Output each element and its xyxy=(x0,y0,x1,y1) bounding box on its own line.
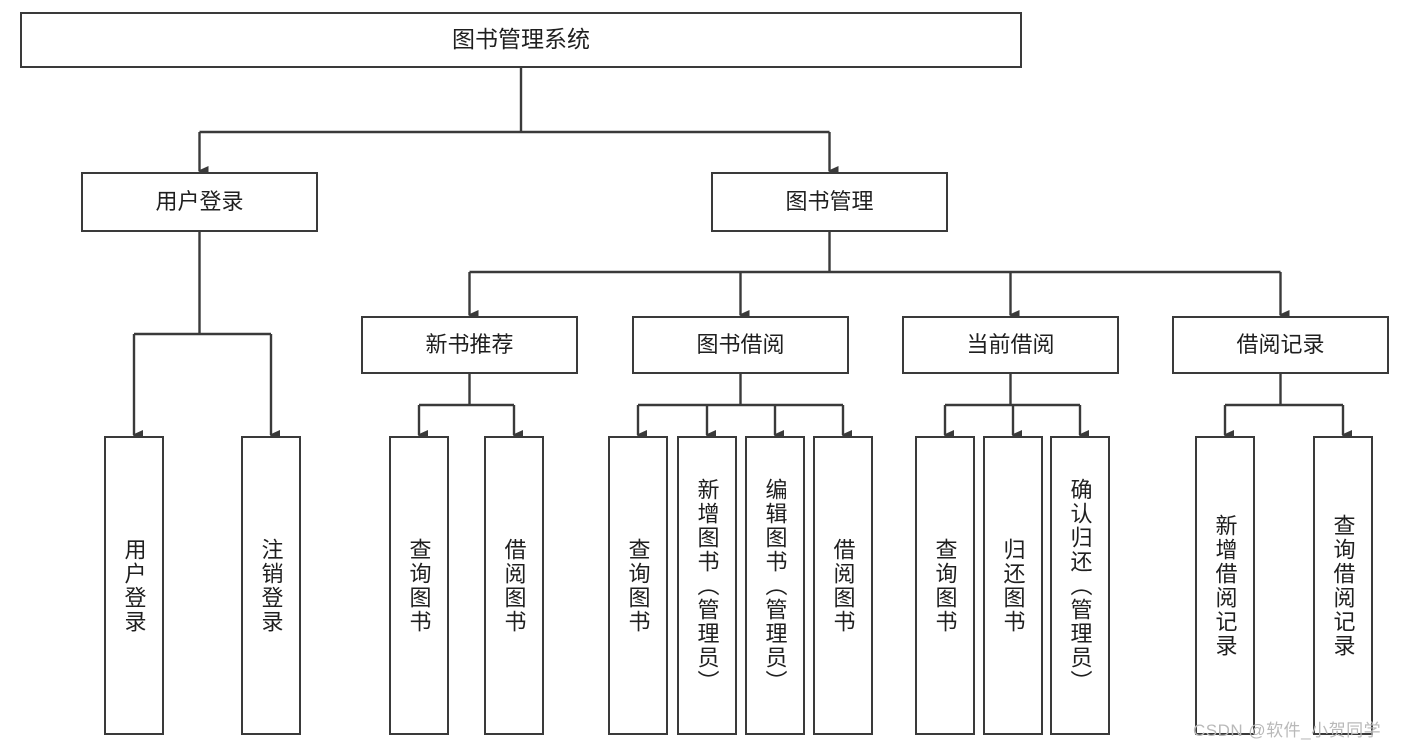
node-leaf-query-book-3[interactable]: 查询图书 xyxy=(915,436,975,735)
node-leaf-confirm-return[interactable]: 确认归还（管理员） xyxy=(1050,436,1110,735)
node-label: 查询图书 xyxy=(932,537,958,634)
node-new-book-rec[interactable]: 新书推荐 xyxy=(361,316,578,374)
node-label: 归还图书 xyxy=(1000,537,1026,634)
node-leaf-user-logout[interactable]: 注销登录 xyxy=(241,436,301,735)
node-label: 用户登录 xyxy=(155,189,244,215)
node-label: 查询图书 xyxy=(406,537,432,634)
node-label: 图书借阅 xyxy=(696,332,785,358)
node-leaf-query-book-2[interactable]: 查询图书 xyxy=(608,436,668,735)
node-label: 当前借阅 xyxy=(966,332,1055,358)
node-label: 图书管理 xyxy=(785,189,874,215)
node-borrow-record[interactable]: 借阅记录 xyxy=(1172,316,1389,374)
node-label: 确认归还（管理员） xyxy=(1067,477,1093,694)
node-leaf-edit-book[interactable]: 编辑图书（管理员） xyxy=(745,436,805,735)
node-book-manage[interactable]: 图书管理 xyxy=(711,172,948,232)
node-label: 图书管理系统 xyxy=(452,26,590,53)
node-current-borrow[interactable]: 当前借阅 xyxy=(902,316,1119,374)
node-label: 借阅记录 xyxy=(1236,332,1325,358)
node-label: 查询图书 xyxy=(625,537,651,634)
node-leaf-add-book[interactable]: 新增图书（管理员） xyxy=(677,436,737,735)
node-user-login[interactable]: 用户登录 xyxy=(81,172,318,232)
node-root[interactable]: 图书管理系统 xyxy=(20,12,1022,68)
node-leaf-borrow-book-1[interactable]: 借阅图书 xyxy=(484,436,544,735)
node-leaf-user-login[interactable]: 用户登录 xyxy=(104,436,164,735)
node-label: 新增借阅记录 xyxy=(1212,513,1238,658)
node-label: 借阅图书 xyxy=(830,537,856,634)
node-label: 注销登录 xyxy=(258,537,284,634)
edge-group xyxy=(132,68,1343,435)
node-label: 查询借阅记录 xyxy=(1330,513,1356,658)
node-label: 用户登录 xyxy=(121,537,147,634)
node-book-borrow[interactable]: 图书借阅 xyxy=(632,316,849,374)
node-leaf-borrow-book-2[interactable]: 借阅图书 xyxy=(813,436,873,735)
node-label: 编辑图书（管理员） xyxy=(762,477,788,694)
node-label: 新书推荐 xyxy=(425,332,514,358)
node-leaf-query-book-1[interactable]: 查询图书 xyxy=(389,436,449,735)
node-label: 新增图书（管理员） xyxy=(694,477,720,694)
node-leaf-query-record[interactable]: 查询借阅记录 xyxy=(1313,436,1373,735)
node-leaf-add-record[interactable]: 新增借阅记录 xyxy=(1195,436,1255,735)
watermark: CSDN @软件_小贺同学 xyxy=(1193,721,1382,740)
node-leaf-return-book[interactable]: 归还图书 xyxy=(983,436,1043,735)
node-label: 借阅图书 xyxy=(501,537,527,634)
